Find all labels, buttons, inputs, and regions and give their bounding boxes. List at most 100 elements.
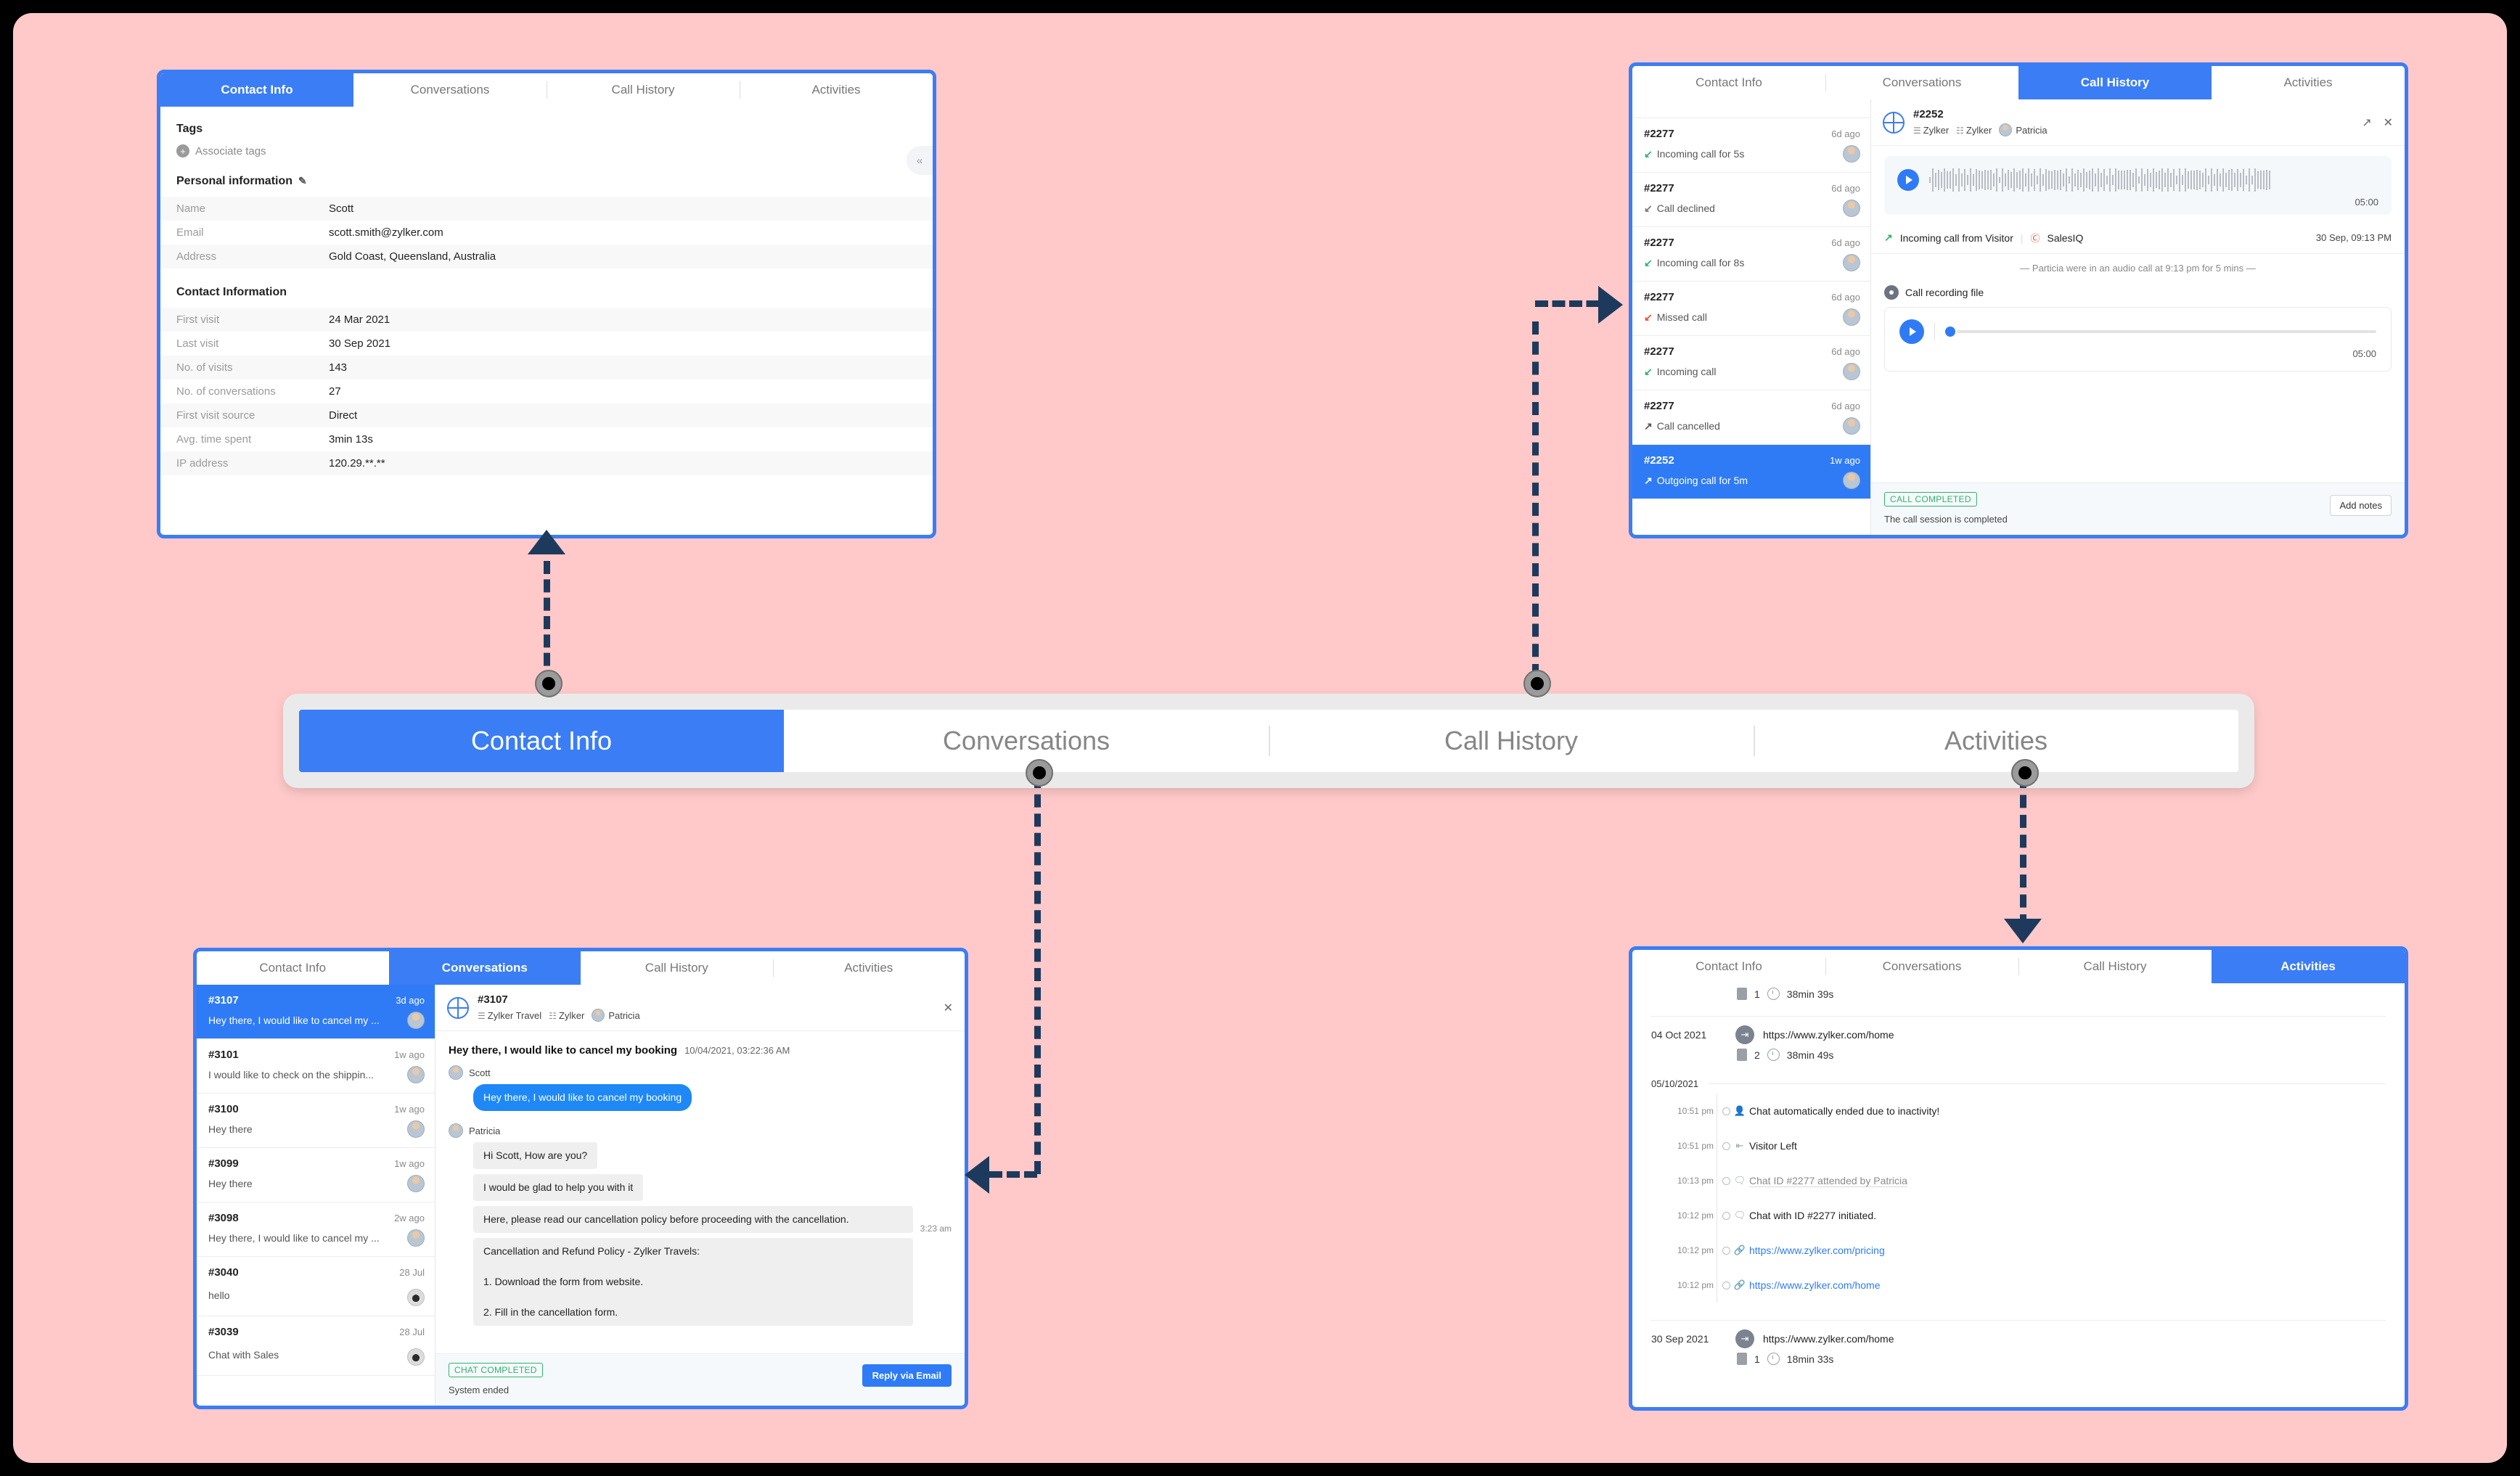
call-waveform-player[interactable]: 05:00 bbox=[1884, 156, 2392, 215]
activity-entry: 30 Sep 2021 ⇥ https://www.zylker.com/hom… bbox=[1651, 1321, 2386, 1348]
avatar bbox=[449, 1065, 463, 1080]
tab-call-history[interactable]: Call History bbox=[581, 951, 773, 985]
collapse-panel-icon[interactable]: « bbox=[907, 146, 933, 175]
call-time-ago: 6d ago bbox=[1831, 128, 1860, 139]
connector-dot-conversations bbox=[1026, 759, 1053, 787]
close-icon[interactable]: ✕ bbox=[943, 1001, 953, 1014]
seek-knob[interactable] bbox=[1945, 327, 1955, 337]
tab-activities[interactable]: Activities bbox=[2212, 950, 2405, 983]
salesiq-icon: Ⓒ bbox=[2030, 233, 2040, 244]
call-recording-label: Call recording file bbox=[1905, 287, 1984, 298]
timeline-row: 10:51 pm👤Chat automatically ended due to… bbox=[1651, 1094, 2386, 1128]
call-type-label: Incoming call from Visitor bbox=[1899, 231, 2013, 244]
popout-icon[interactable]: ↗ bbox=[2362, 116, 2372, 129]
conversation-preview: I would like to check on the shippin... bbox=[208, 1069, 375, 1081]
contact-info-tabbar: Contact Info Conversations Call History … bbox=[160, 73, 933, 107]
connector-contact-info bbox=[544, 561, 550, 684]
play-icon[interactable] bbox=[1897, 169, 1919, 191]
call-status-text: ↙Missed call bbox=[1644, 311, 1707, 323]
edit-pencil-icon[interactable]: ✎ bbox=[298, 175, 307, 186]
org-icon: ☷ bbox=[549, 1010, 557, 1021]
reply-via-email-button[interactable]: Reply via Email bbox=[862, 1364, 952, 1387]
tab-call-history[interactable]: Call History bbox=[547, 73, 740, 107]
chat-icon: 🗨 bbox=[1733, 1175, 1746, 1186]
disc-icon bbox=[1884, 285, 1899, 300]
call-id: #2277 bbox=[1644, 237, 1674, 249]
conversation-detail-header: #3107 ☰Zylker Travel ☷Zylker Patricia ✕ bbox=[435, 985, 965, 1031]
tab-conversations[interactable]: Conversations bbox=[353, 73, 547, 107]
connector-dot-activities bbox=[2011, 759, 2039, 787]
activity-date: 30 Sep 2021 bbox=[1651, 1333, 1709, 1345]
tab-call-history[interactable]: Call History bbox=[2018, 66, 2212, 99]
org-icon: ☷ bbox=[1956, 125, 1964, 136]
center-tab-conversations[interactable]: Conversations bbox=[942, 726, 1110, 755]
exit-icon: ⇥ bbox=[1735, 1329, 1754, 1348]
call-time-ago: 6d ago bbox=[1831, 183, 1860, 194]
seek-slider[interactable] bbox=[1945, 327, 2376, 337]
center-tab-call-history[interactable]: Call History bbox=[1269, 710, 1754, 772]
clock-icon bbox=[1767, 1049, 1780, 1061]
center-tab-activities[interactable]: Activities bbox=[1754, 710, 2238, 772]
tab-contact-info[interactable]: Contact Info bbox=[1632, 950, 1825, 983]
tab-activities[interactable]: Activities bbox=[772, 951, 965, 985]
tab-call-history[interactable]: Call History bbox=[2018, 950, 2212, 983]
play-icon[interactable] bbox=[1899, 319, 1924, 344]
tab-activities[interactable]: Activities bbox=[740, 73, 933, 107]
activity-summary-top: 1 38min 39s bbox=[1651, 983, 2386, 1006]
timeline-row: 10:12 pm🔗https://www.zylker.com/pricing bbox=[1651, 1233, 2386, 1268]
call-type-line: ↗ Incoming call from Visitor | Ⓒ SalesIQ… bbox=[1871, 225, 2405, 254]
list-item-partial[interactable] bbox=[1632, 99, 1870, 118]
page-icon bbox=[1737, 1049, 1747, 1061]
globe-icon bbox=[447, 996, 469, 1019]
panel-conversations: Contact Info Conversations Call History … bbox=[193, 948, 968, 1409]
tab-contact-info[interactable]: Contact Info bbox=[197, 951, 389, 985]
timeline-text[interactable]: https://www.zylker.com/pricing bbox=[1749, 1245, 1885, 1256]
timeline-text[interactable]: https://www.zylker.com/home bbox=[1749, 1279, 1881, 1291]
tab-conversations[interactable]: Conversations bbox=[388, 951, 581, 985]
tab-contact-info[interactable]: Contact Info bbox=[1632, 66, 1825, 99]
center-tab-contact-info[interactable]: Contact Info bbox=[299, 710, 784, 772]
call-direction-icon: ↙ bbox=[1644, 202, 1653, 214]
timeline-dot bbox=[1722, 1246, 1730, 1255]
timeline-text: Visitor Left bbox=[1749, 1140, 1797, 1152]
activity-summary: 2 38min 49s bbox=[1651, 1044, 2386, 1067]
tab-conversations[interactable]: Conversations bbox=[1825, 950, 2018, 983]
add-notes-button[interactable]: Add notes bbox=[2330, 495, 2392, 516]
status-text: System ended bbox=[449, 1385, 510, 1395]
center-tabbar: Contact Info Conversations Call History … bbox=[283, 694, 2254, 788]
audio-player[interactable]: 05:00 bbox=[1884, 307, 2392, 372]
arrow-head-contact-info bbox=[528, 530, 565, 554]
conversation-time-ago: 2w ago bbox=[394, 1213, 425, 1223]
close-icon[interactable]: ✕ bbox=[2383, 116, 2393, 129]
timeline-row: 10:12 pm🔗https://www.zylker.com/home bbox=[1651, 1268, 2386, 1303]
conversation-id: #3099 bbox=[208, 1157, 239, 1170]
link-icon: 🔗 bbox=[1733, 1245, 1746, 1255]
call-time-ago: 6d ago bbox=[1831, 401, 1860, 411]
conversation-id: #3107 bbox=[208, 994, 239, 1006]
tab-conversations[interactable]: Conversations bbox=[1825, 66, 2018, 99]
tab-contact-info[interactable]: Contact Info bbox=[160, 73, 353, 107]
link-icon: 🔗 bbox=[1733, 1279, 1746, 1290]
conversation-preview: Hey there bbox=[208, 1123, 253, 1135]
tab-activities[interactable]: Activities bbox=[2212, 66, 2405, 99]
associate-tags-button[interactable]: + Associate tags bbox=[176, 144, 917, 157]
